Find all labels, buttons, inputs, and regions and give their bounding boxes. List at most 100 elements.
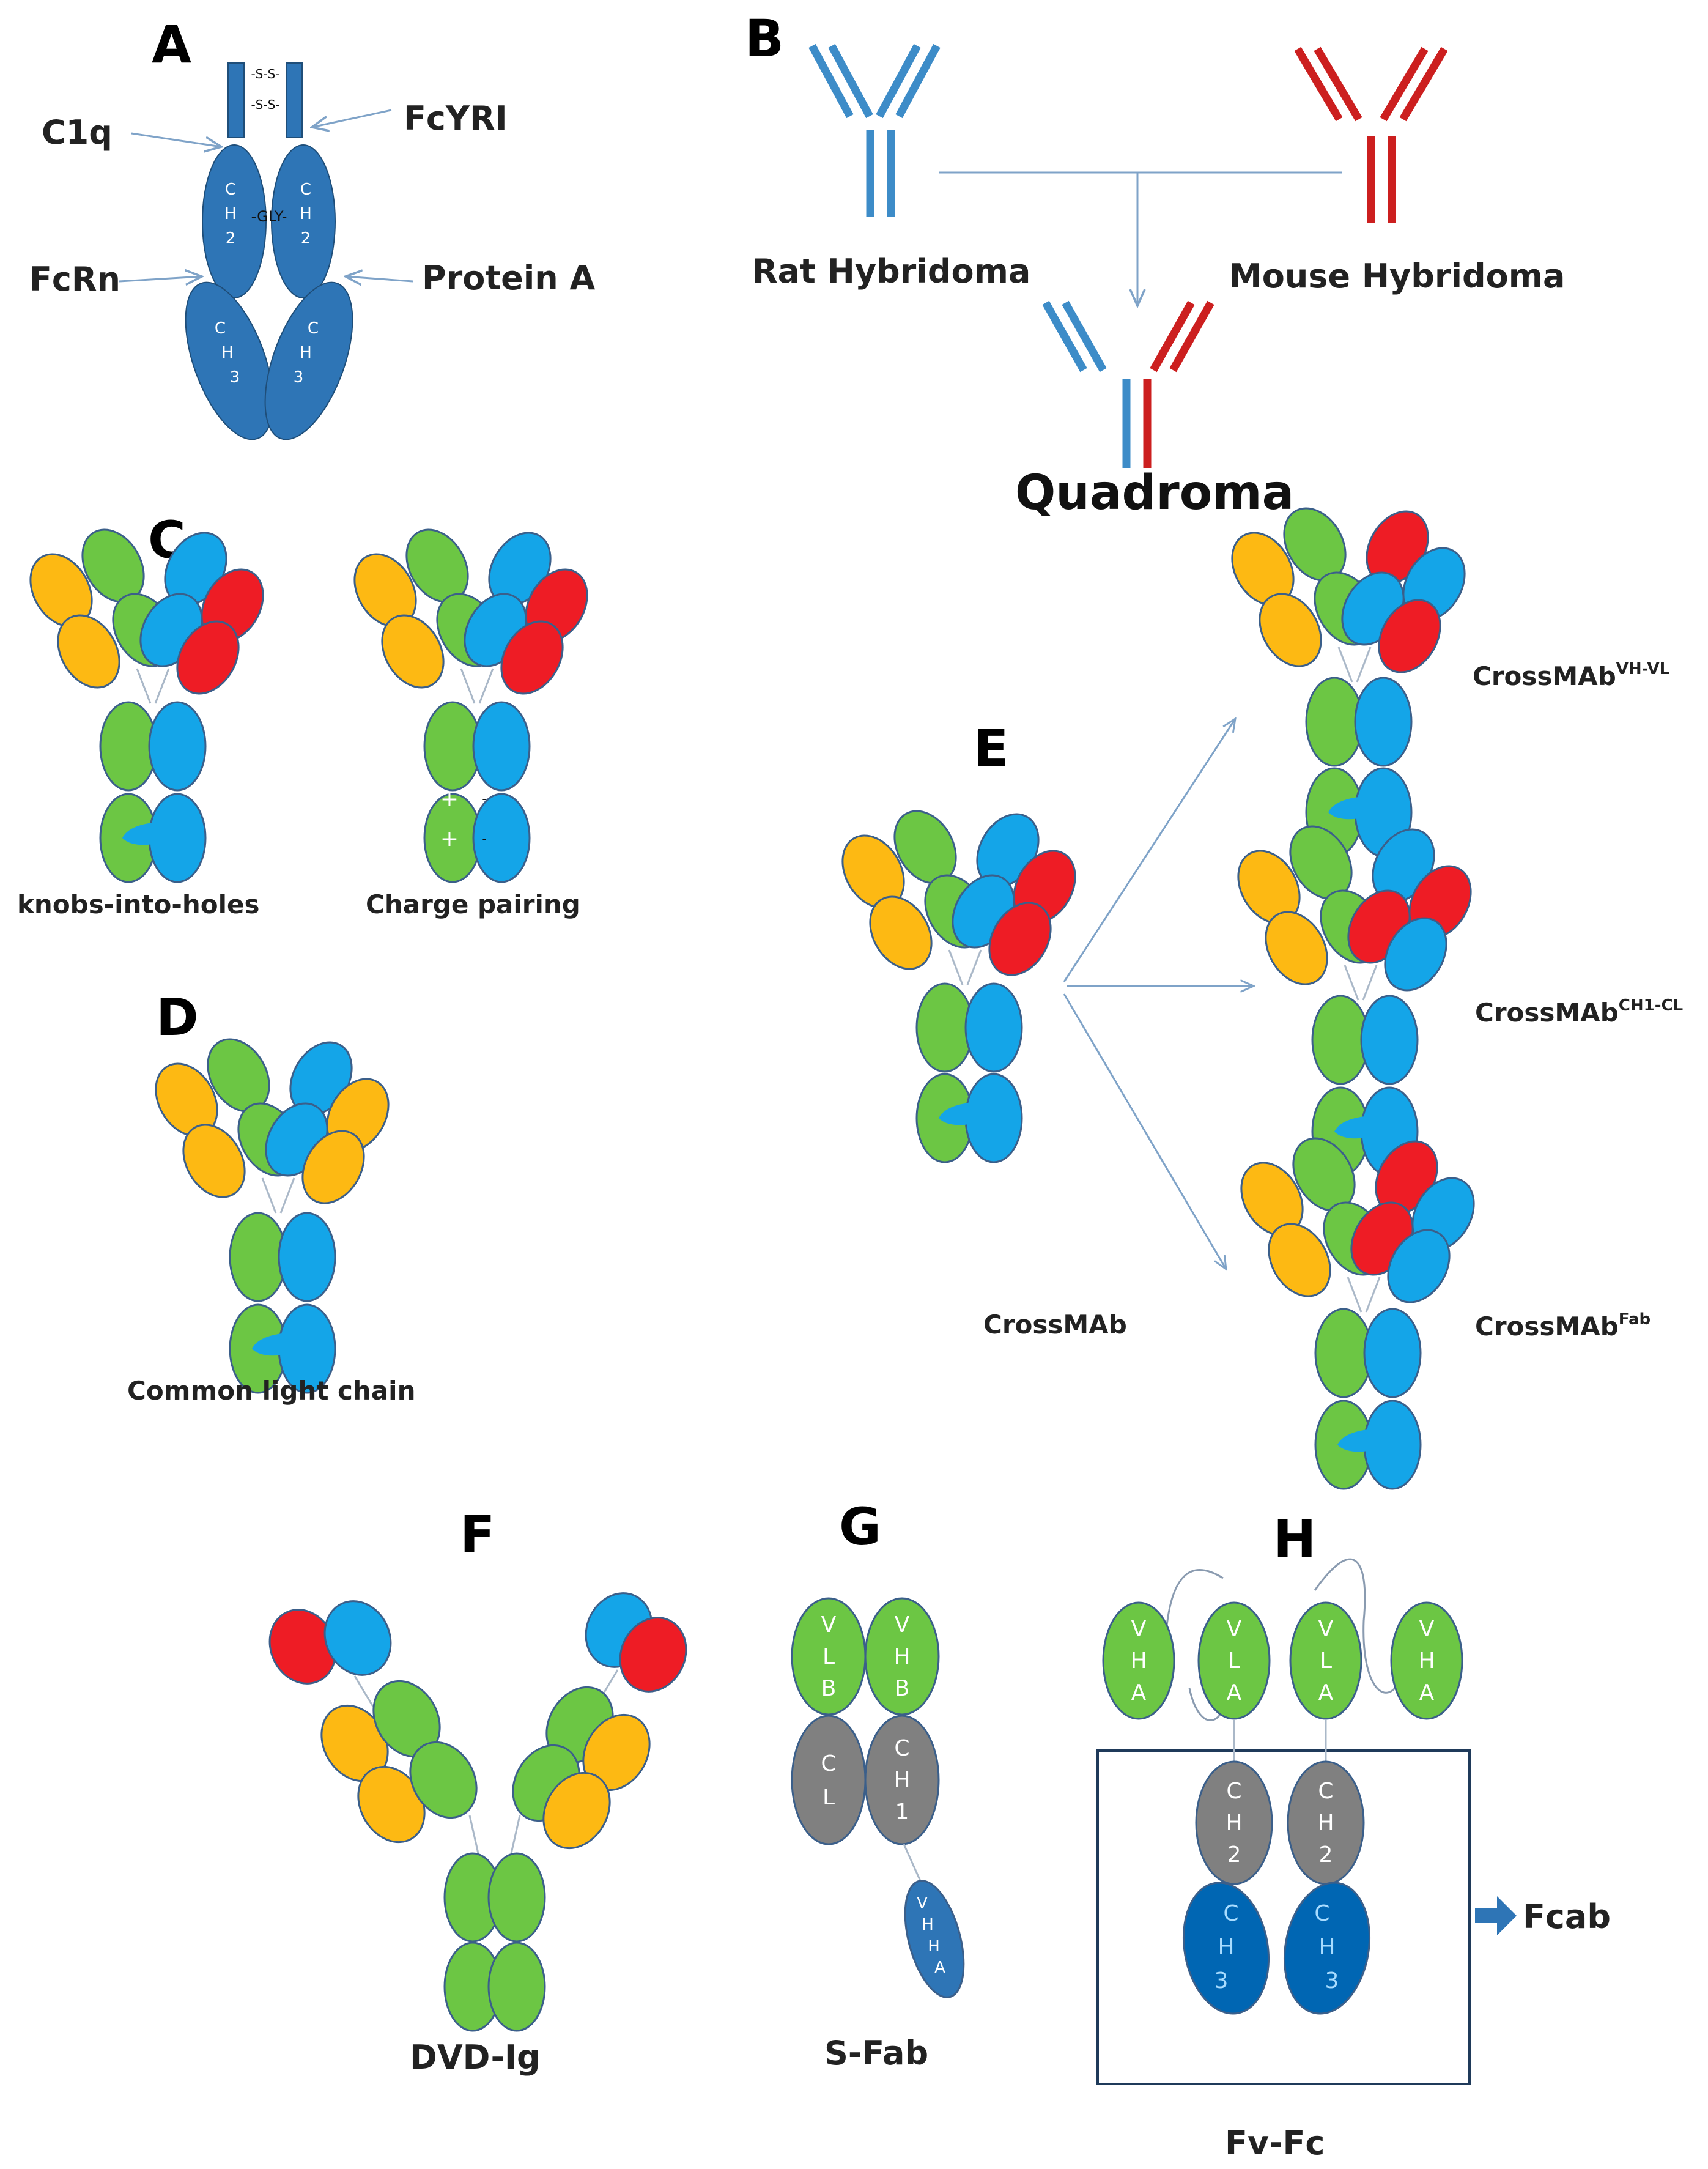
glycan-label: -GLY-: [251, 208, 287, 225]
domain: [1360, 995, 1419, 1085]
ch2-domain-right: [271, 144, 336, 298]
panel-c: C knobs-into-holes: [17, 510, 588, 919]
vhb-domain: [864, 1597, 940, 1716]
panel-e-label: E: [974, 718, 1008, 778]
vhha-v: V: [917, 1894, 928, 1913]
panel-h-label: H: [1273, 1509, 1316, 1569]
quadroma-antibody: [1042, 300, 1214, 468]
domain: [869, 895, 933, 970]
domain: [472, 793, 531, 883]
domain: [1354, 677, 1413, 767]
minus-sign-2: -: [482, 831, 486, 846]
fv-fc-antibody: [1102, 1601, 1463, 2015]
vla-left-v: V: [1227, 1617, 1242, 1642]
domain: [381, 614, 445, 689]
linker-left: [1164, 1569, 1224, 1652]
domain: [423, 701, 482, 792]
ch3-right-h: H: [300, 344, 312, 362]
panel-f: F DVD-Ig: [268, 1505, 687, 2077]
cl-domain: [791, 1715, 867, 1845]
h-ch3-right-h: H: [1318, 1935, 1335, 1960]
protein-a-label: Protein A: [422, 259, 595, 297]
fcyri-label: FcYRI: [404, 99, 508, 138]
domain: [278, 1212, 336, 1302]
panel-h: H V H A V L A V L A V H A C H: [1096, 1509, 1611, 2162]
domain: [487, 1941, 546, 2032]
domain: [1387, 1229, 1451, 1303]
ch3-domain-right: [1283, 1882, 1371, 2015]
domain: [1363, 1308, 1422, 1398]
domain: [619, 1617, 687, 1693]
vha-right-v: V: [1419, 1617, 1435, 1642]
ch2-left-2: 2: [226, 229, 236, 248]
ch2-left-c: C: [225, 180, 236, 199]
ch1-domain: [864, 1715, 940, 1845]
crossmab-label: CrossMAb: [983, 1310, 1127, 1340]
plus-sign-2: +: [440, 826, 459, 851]
cl-c: C: [821, 1751, 836, 1776]
domain: [57, 614, 120, 689]
vla-right-l: L: [1320, 1648, 1332, 1674]
ch2-right-2: 2: [301, 229, 311, 248]
h-ch2-right-h: H: [1317, 1811, 1334, 1836]
crossmab-vhvl-antibody: [1231, 507, 1466, 858]
vla-left-a: A: [1227, 1680, 1242, 1705]
h-ch3-left-h: H: [1218, 1935, 1234, 1960]
vha-left-a: A: [1131, 1680, 1147, 1705]
dvd-ig-label: DVD-Ig: [410, 2038, 541, 2077]
domain: [1384, 917, 1447, 992]
knob: [1334, 1116, 1365, 1139]
vha-domain-left: [1102, 1601, 1175, 1720]
knob: [122, 823, 153, 845]
domain: [964, 982, 1023, 1073]
domain: [500, 620, 564, 695]
arrow-to-vhvl: [1063, 719, 1235, 982]
fcrn-arrow: [119, 276, 202, 281]
vha-left-v: V: [1131, 1617, 1147, 1642]
h-ch2-left-2: 2: [1227, 1842, 1241, 1867]
panel-d: D Common light chain: [127, 987, 415, 1406]
panel-g: G V L B V H B C L C H 1 V H H A S-Fab: [791, 1497, 965, 2072]
domain: [1311, 995, 1370, 1085]
fcab-box: [1096, 1749, 1471, 2085]
domain: [1305, 677, 1364, 767]
h-ch2-left-c: C: [1226, 1779, 1241, 1804]
ch2-right-c: C: [300, 180, 311, 199]
vha-left-h: H: [1130, 1648, 1147, 1674]
domain: [1314, 1308, 1373, 1398]
fcrn-label: FcRn: [29, 260, 120, 298]
ch3-right-c: C: [308, 319, 319, 338]
vhb-h: H: [893, 1644, 910, 1669]
ch2-domain-left: [1195, 1760, 1273, 1885]
domain: [1268, 1223, 1331, 1297]
vhha-h2: H: [928, 1937, 940, 1956]
panel-e: E CrossMAb: [841, 507, 1683, 1490]
ch1-h: H: [893, 1768, 910, 1793]
ch1-c: C: [894, 1736, 909, 1761]
domain: [182, 1124, 246, 1198]
mouse-hybridoma-label: Mouse Hybridoma: [1229, 257, 1566, 295]
crossmab-ch1cl-antibody: [1237, 825, 1472, 1177]
domain: [487, 1852, 546, 1943]
cl-l: L: [823, 1785, 835, 1810]
s-fab-antibody: [791, 1597, 965, 1998]
vhb-b: B: [895, 1676, 910, 1701]
domain: [964, 1073, 1023, 1163]
ch2-domain-left: [202, 144, 267, 298]
knob: [252, 1333, 283, 1356]
ch2-right-h: H: [300, 205, 312, 223]
domain: [1265, 911, 1328, 985]
h-ch3-left-3: 3: [1214, 1968, 1229, 1993]
domain: [99, 701, 158, 792]
domain: [409, 1741, 478, 1819]
ch1-1: 1: [895, 1800, 909, 1825]
rat-antibody: [808, 43, 941, 217]
vlb-b: B: [821, 1676, 837, 1701]
vla-right-v: V: [1318, 1617, 1334, 1642]
knobs-into-holes-antibody: [29, 528, 264, 883]
vhb-v: V: [895, 1612, 910, 1637]
vha-domain-right: [1390, 1601, 1463, 1720]
dvd-ig-antibody: [268, 1592, 687, 2032]
h-ch2-right-c: C: [1318, 1779, 1333, 1804]
